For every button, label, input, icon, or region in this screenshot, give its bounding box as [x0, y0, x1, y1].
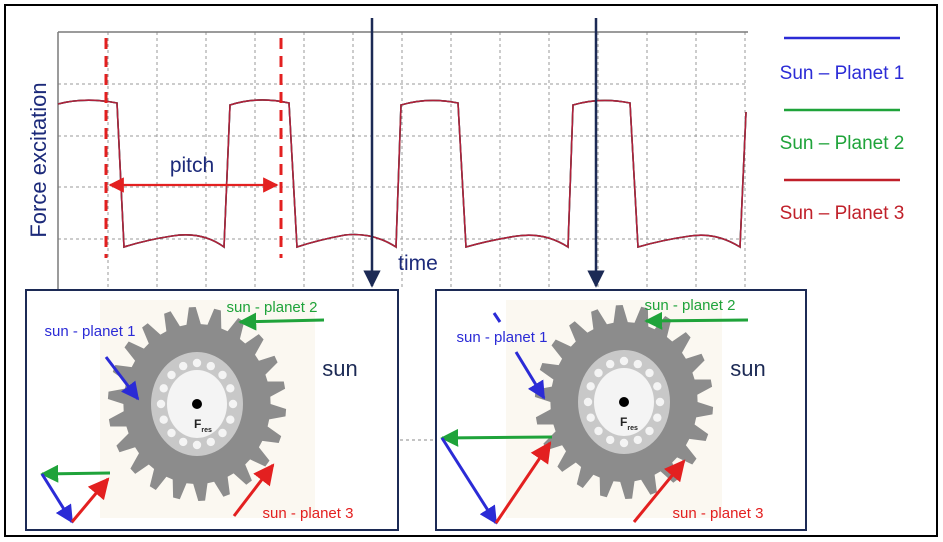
planet3-arrow	[632, 459, 686, 523]
y-axis-label: Force excitation	[26, 82, 51, 237]
force-label: Fres	[620, 415, 638, 432]
legend-label-planet2: Sun – Planet 2	[780, 133, 905, 154]
planet1-label: sun - planet 1	[45, 323, 136, 340]
planet1-label: sun - planet 1	[457, 329, 548, 346]
gear-panel-1: Fres sun sun - planet 2 sun - planet 1 s…	[25, 289, 399, 531]
planet1-arrow	[104, 356, 140, 401]
plot-grid	[58, 32, 748, 288]
force-point-icon	[192, 399, 202, 409]
planet2-arrow	[644, 311, 749, 330]
pitch-label: pitch	[170, 154, 214, 177]
planet2-arrow	[238, 312, 325, 331]
gear-panel-2: Fres sun sun - planet 2 sun - planet 1 s…	[435, 289, 807, 531]
x-axis-label: time	[398, 252, 438, 275]
sun-label: sun	[322, 356, 357, 381]
force-point-icon	[619, 397, 629, 407]
planet1-stub	[492, 312, 502, 323]
signal-planet3	[57, 99, 747, 249]
force-triangle-small	[40, 464, 111, 524]
legend-label-planet3: Sun – Planet 3	[780, 203, 905, 224]
planet3-label: sun - planet 3	[263, 505, 354, 522]
planet1-arrow	[514, 351, 546, 400]
planet3-arrow	[232, 463, 275, 517]
planet3-label: sun - planet 3	[673, 505, 764, 522]
legend: Sun – Planet 1 Sun – Planet 2 Sun – Plan…	[780, 36, 905, 224]
planet2-label: sun - planet 2	[227, 299, 318, 316]
planet2-label: sun - planet 2	[645, 297, 736, 314]
force-triangle-large	[440, 428, 553, 525]
force-label: Fres	[194, 417, 212, 434]
legend-label-planet1: Sun – Planet 1	[780, 63, 905, 84]
sun-label: sun	[730, 356, 765, 381]
